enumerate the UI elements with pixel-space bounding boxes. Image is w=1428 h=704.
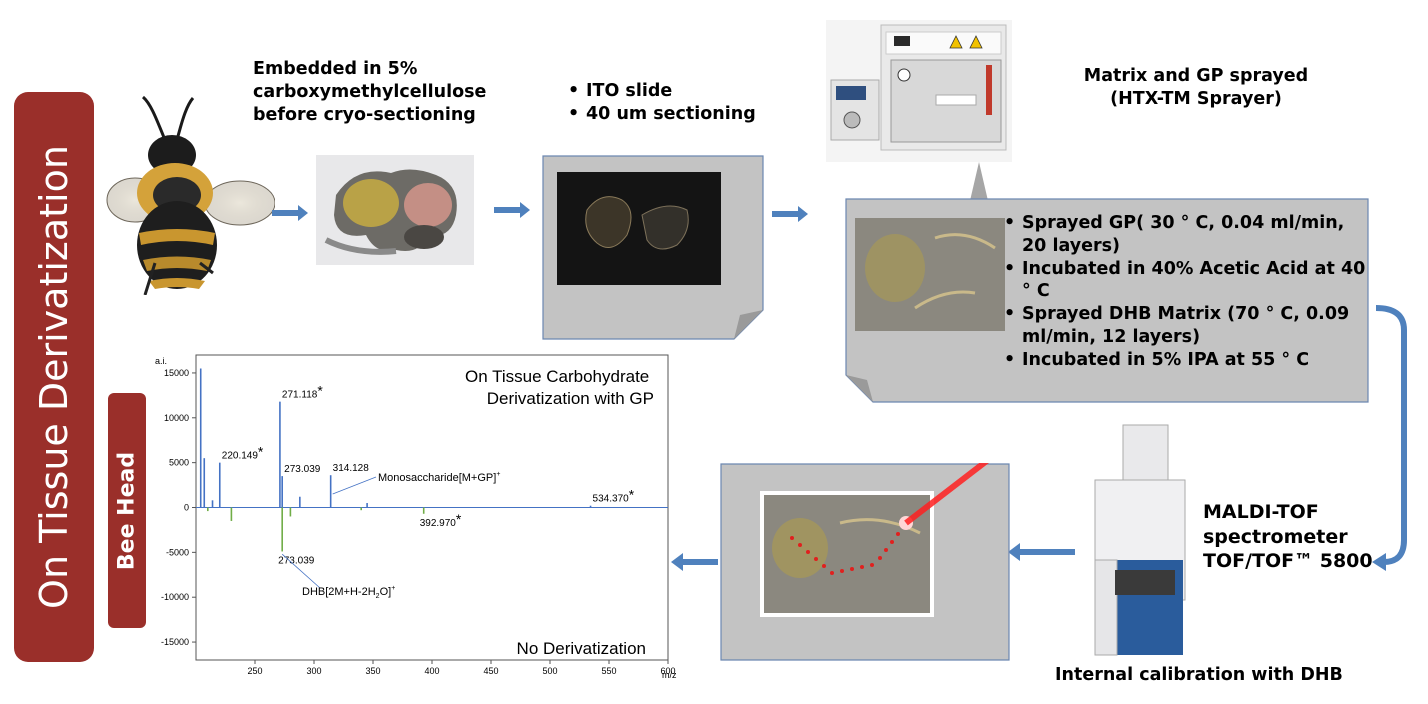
peak-label: 314.128 bbox=[333, 463, 370, 474]
arrow-right-1 bbox=[272, 205, 308, 221]
peak-label: 273.039 bbox=[284, 464, 321, 475]
y-tick-label: -15000 bbox=[161, 637, 189, 647]
x-tick-label: 500 bbox=[542, 666, 557, 676]
x-tick-label: 400 bbox=[424, 666, 439, 676]
x-tick-label: 250 bbox=[247, 666, 262, 676]
arrow-right-2 bbox=[494, 202, 530, 218]
arrow-left-1 bbox=[1008, 543, 1075, 561]
maldi-instrument-image bbox=[1075, 420, 1195, 660]
callout-monosaccharide: Monosaccharide[M+GP]+ bbox=[378, 471, 500, 484]
maldi-text: MALDI-TOF spectrometer TOF/TOF™ 5800 bbox=[1203, 500, 1373, 574]
y-tick-label: -10000 bbox=[161, 592, 189, 602]
y-tick-label: -5000 bbox=[166, 547, 189, 557]
x-tick-label: 350 bbox=[365, 666, 380, 676]
x-tick-label: 300 bbox=[306, 666, 321, 676]
x-tick-label: 550 bbox=[601, 666, 616, 676]
arrow-curved bbox=[1376, 308, 1404, 562]
bottom-spectrum-label: No Derivatization bbox=[517, 639, 646, 658]
x-tick-label: 600 bbox=[660, 666, 675, 676]
x-tick-label: 450 bbox=[483, 666, 498, 676]
y-tick-label: 10000 bbox=[164, 413, 189, 423]
peak-label: 273.039 bbox=[278, 555, 315, 566]
calibration-text: Internal calibration with DHB bbox=[1055, 664, 1343, 687]
laser-panel bbox=[720, 463, 1010, 661]
callout-dhb: DHB[2M+H-2H2O]+ bbox=[302, 585, 395, 600]
y-tick-label: 5000 bbox=[169, 458, 189, 468]
spectrum-chart: a.i. m/z On Tissue Carbohydrate Derivati… bbox=[140, 350, 680, 680]
y-axis-title: a.i. bbox=[155, 356, 167, 366]
y-tick-label: 15000 bbox=[164, 368, 189, 378]
y-tick-label: 0 bbox=[184, 503, 189, 513]
arrow-right-3 bbox=[772, 206, 808, 222]
